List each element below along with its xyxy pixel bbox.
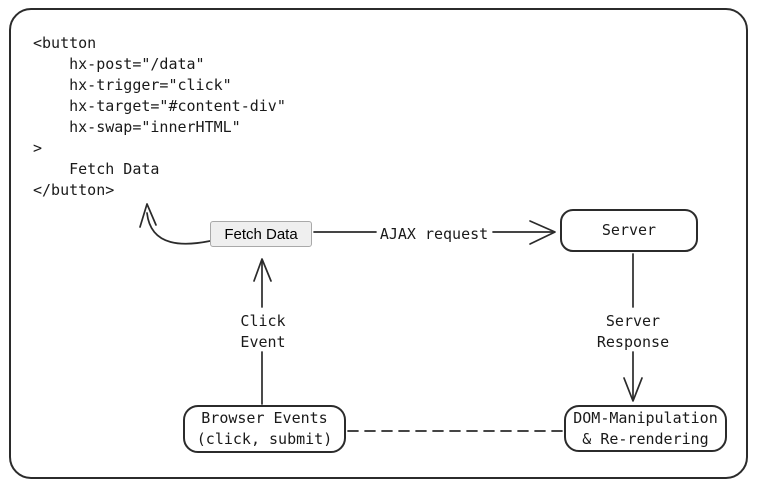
htmx-code-snippet: <button hx-post="/data" hx-trigger="clic… [33, 34, 286, 199]
click-event-label: Click Event [240, 312, 286, 351]
ajax-request-label: AJAX request [379, 225, 489, 243]
diagram-outer-border [9, 8, 748, 479]
ajax-arrow-head [529, 220, 556, 245]
server-node: Server [560, 209, 698, 252]
browser-events-node: Browser Events (click, submit) [183, 405, 346, 453]
dom-manipulation-node: DOM-Manipulation & Re-rendering [564, 405, 727, 452]
curved-arrow-to-code [146, 212, 211, 245]
response-arrow-head [623, 377, 643, 402]
fetch-data-button[interactable]: Fetch Data [210, 221, 312, 247]
click-arrow-head [253, 258, 272, 282]
server-response-label: Server Response [596, 312, 670, 351]
curved-arrow-to-code-head [139, 203, 157, 228]
